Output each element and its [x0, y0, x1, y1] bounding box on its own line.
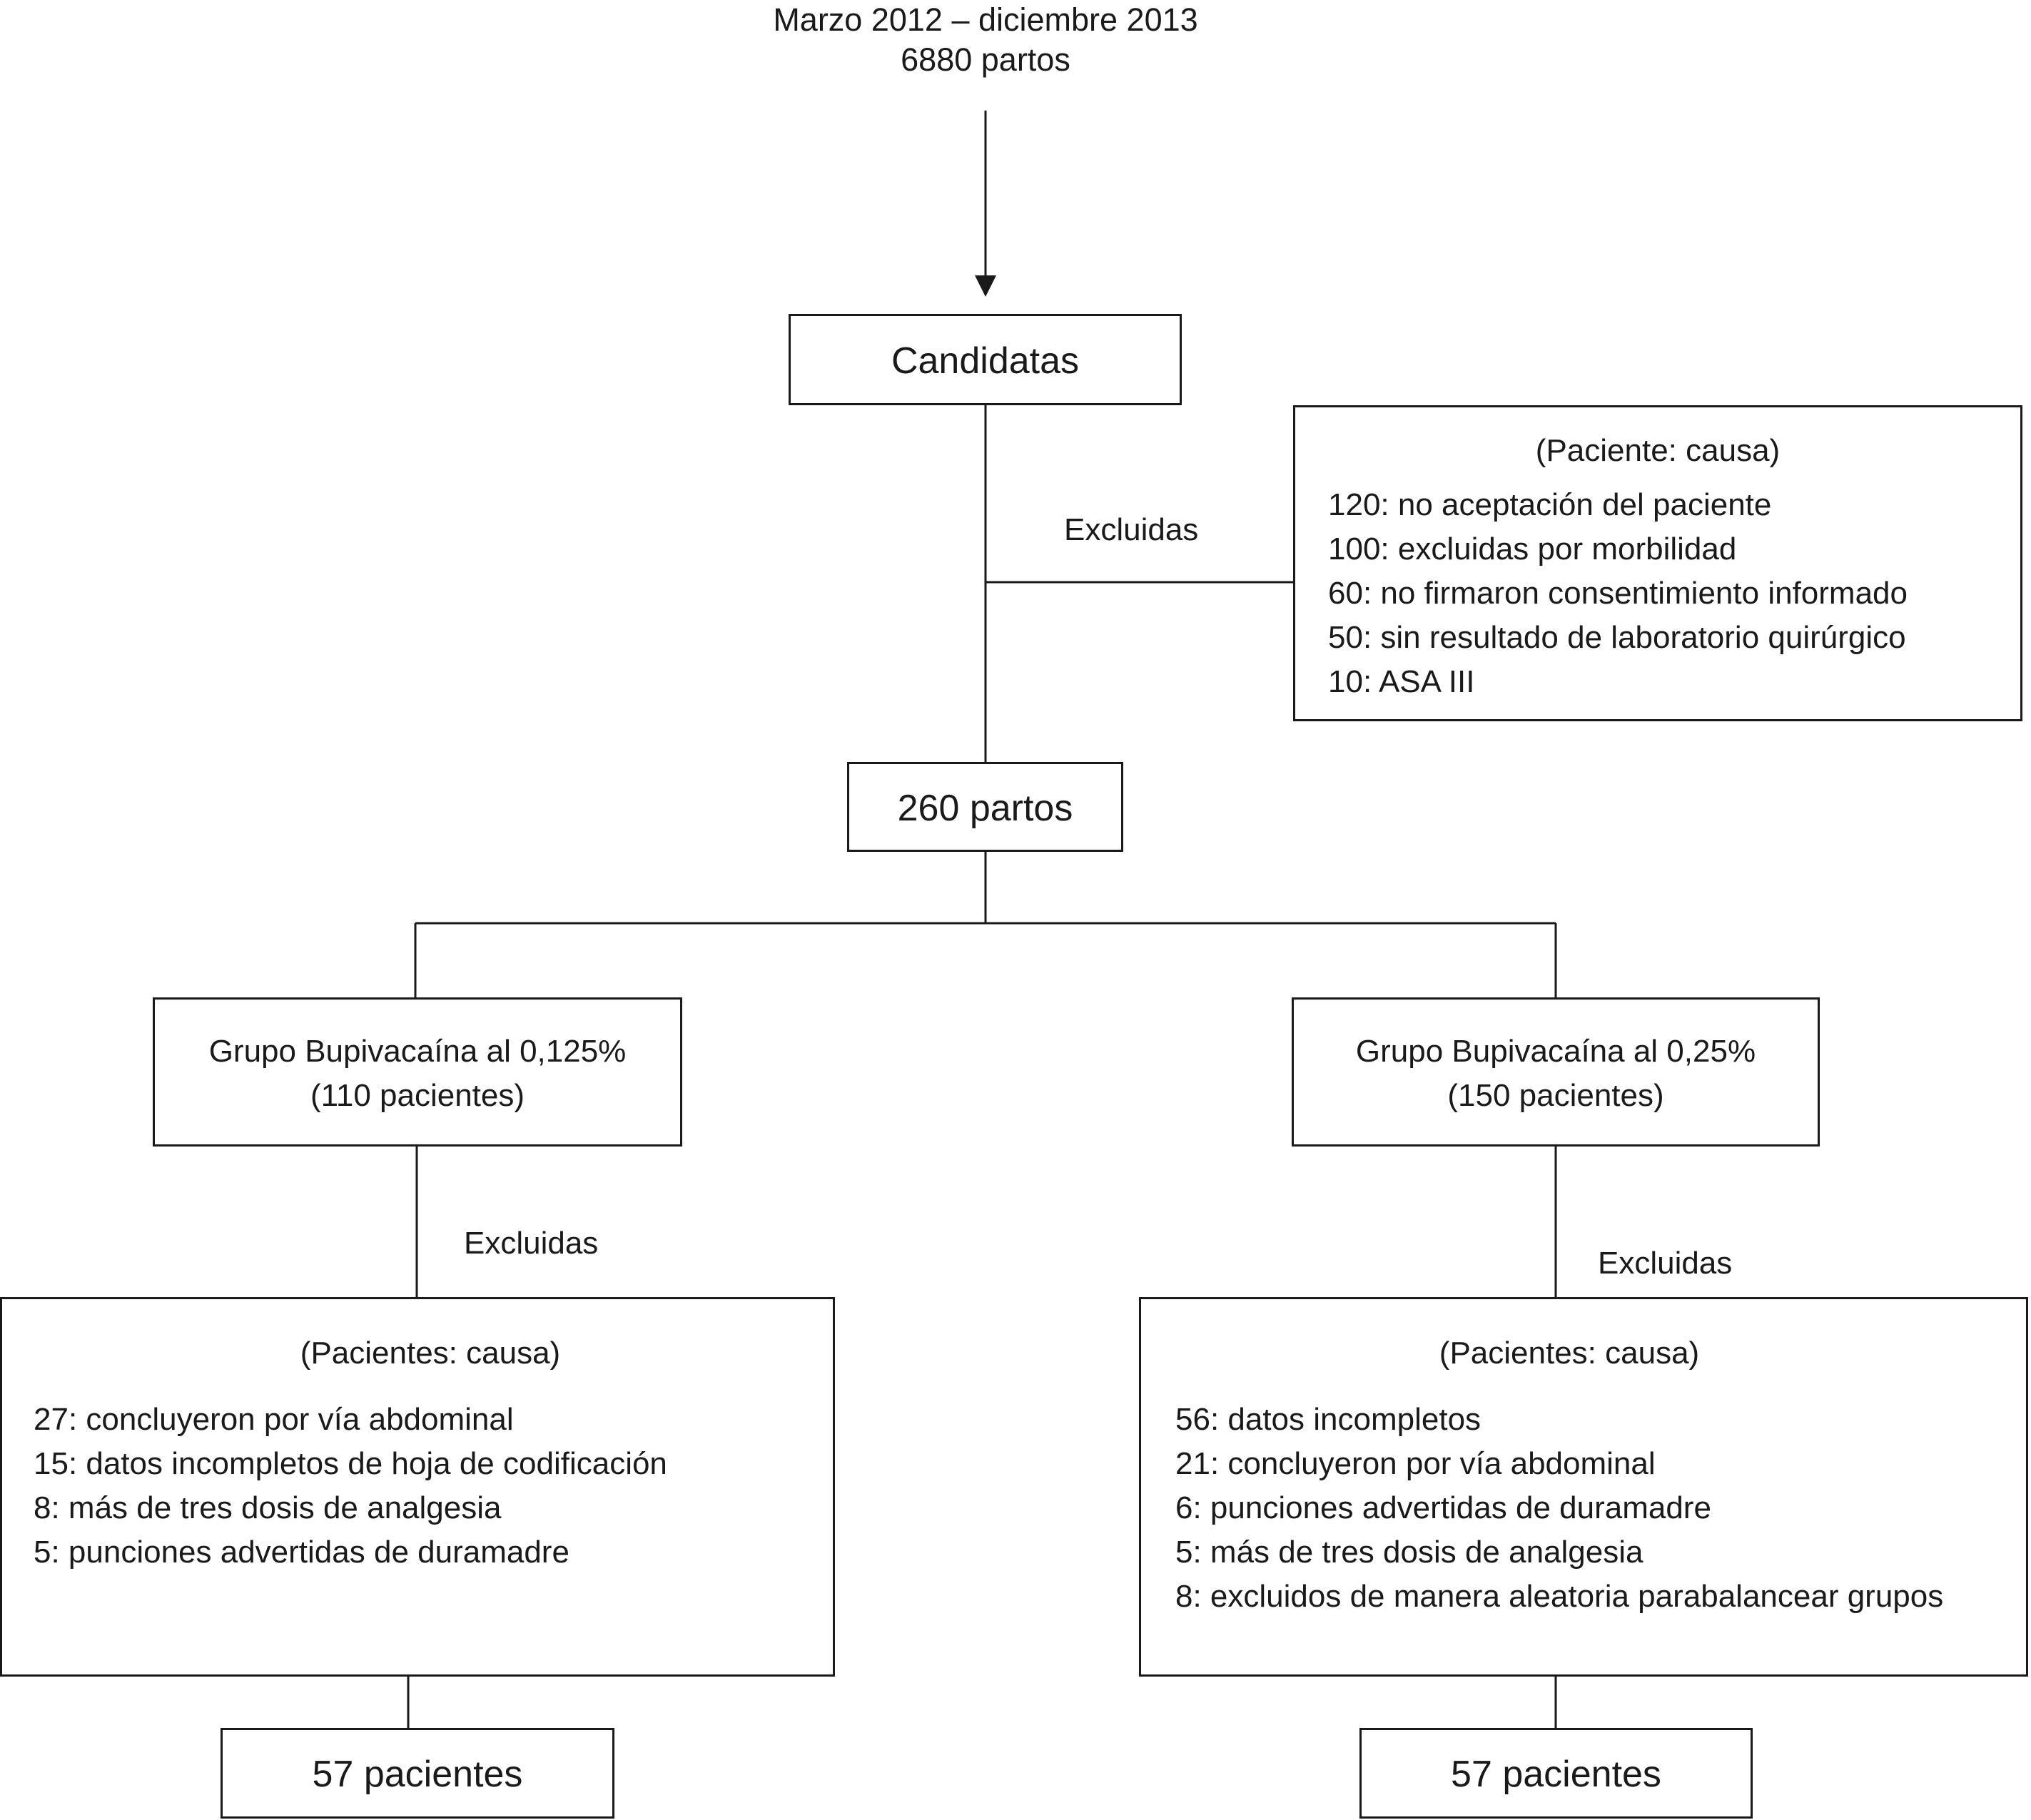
excluded-right-label: Excluidas [1598, 1246, 1733, 1281]
total-box: 260 partos [847, 762, 1123, 852]
list-item: 10: ASA III [1328, 664, 1475, 699]
group-left-box: Grupo Bupivacaína al 0,125% (110 pacient… [153, 997, 682, 1147]
group-left-title: Grupo Bupivacaína al 0,125% [208, 1034, 627, 1069]
group-right-count: (150 pacientes) [1447, 1078, 1664, 1113]
list-item: 8: más de tres dosis de analgesia [34, 1490, 502, 1525]
list-item: 21: concluyeron por vía abdominal [1175, 1446, 1656, 1481]
excluded-left-list: 27: concluyeron por vía abdominal 15: da… [34, 1398, 667, 1575]
total-label: 260 partos [897, 788, 1073, 829]
list-item: 120: no aceptación del paciente [1328, 487, 1772, 522]
excluded-top-label: Excluidas [1064, 512, 1199, 547]
excluded-top-list: 120: no aceptación del paciente 100: exc… [1328, 483, 1908, 704]
excluded-top-box: (Paciente: causa) 120: no aceptación del… [1293, 405, 2022, 721]
excluded-left-box: (Pacientes: causa) 27: concluyeron por v… [0, 1297, 835, 1677]
list-item: 15: datos incompletos de hoja de codific… [34, 1446, 667, 1481]
excluded-right-list: 56: datos incompletos 21: concluyeron po… [1175, 1398, 1943, 1619]
header-date-range: Marzo 2012 – diciembre 2013 [773, 1, 1198, 38]
final-right-box: 57 pacientes [1359, 1728, 1753, 1819]
list-item: 5: más de tres dosis de analgesia [1175, 1535, 1643, 1570]
final-right-label: 57 pacientes [1451, 1754, 1661, 1795]
list-item: 100: excluidas por morbilidad [1328, 532, 1737, 566]
excluded-left-heading: (Pacientes: causa) [300, 1336, 561, 1371]
list-item: 50: sin resultado de laboratorio quirúrg… [1328, 620, 1906, 655]
group-left-text: Grupo Bupivacaína al 0,125% (110 pacient… [155, 1030, 680, 1118]
header: Marzo 2012 – diciembre 2013 6880 partos [629, 0, 1342, 80]
list-item: 56: datos incompletos [1175, 1402, 1482, 1437]
group-left-count: (110 pacientes) [310, 1078, 525, 1113]
candidatas-box: Candidatas [789, 314, 1182, 405]
excluded-left-label: Excluidas [464, 1226, 599, 1261]
list-item: 6: punciones advertidas de duramadre [1175, 1490, 1711, 1525]
final-left-box: 57 pacientes [221, 1728, 614, 1819]
candidatas-label: Candidatas [891, 340, 1080, 382]
final-left-label: 57 pacientes [312, 1754, 523, 1795]
group-right-box: Grupo Bupivacaína al 0,25% (150 paciente… [1292, 997, 1820, 1147]
list-item: 60: no firmaron consentimiento informado [1328, 576, 1908, 611]
list-item: 27: concluyeron por vía abdominal [34, 1402, 514, 1437]
header-total-births: 6880 partos [901, 41, 1070, 78]
excluded-top-heading: (Paciente: causa) [1535, 433, 1781, 468]
list-item: 5: punciones advertidas de duramadre [34, 1535, 569, 1570]
group-right-text: Grupo Bupivacaína al 0,25% (150 paciente… [1294, 1030, 1818, 1118]
excluded-right-box: (Pacientes: causa) 56: datos incompletos… [1139, 1297, 2028, 1677]
excluded-right-heading: (Pacientes: causa) [1439, 1336, 1700, 1371]
list-item: 8: excluidos de manera aleatoria parabal… [1175, 1579, 1944, 1614]
group-right-title: Grupo Bupivacaína al 0,25% [1355, 1034, 1756, 1069]
